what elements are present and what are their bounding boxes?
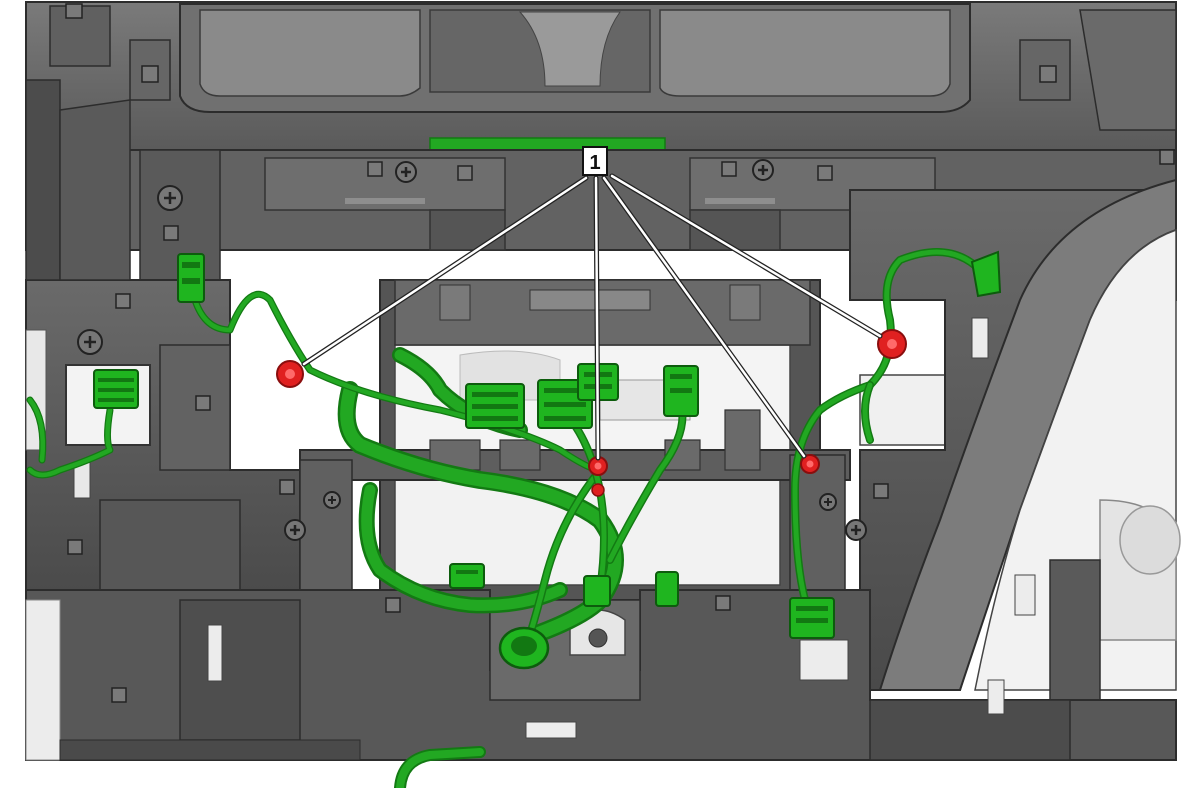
screw-icon <box>752 159 774 181</box>
screw-icon <box>284 519 306 541</box>
callout-label: 1 <box>589 152 600 174</box>
connector-icon <box>465 383 525 429</box>
callout-1: 1 <box>582 146 608 176</box>
screw-icon <box>819 493 837 511</box>
harness-clip-icon <box>276 360 304 388</box>
screw-icon <box>323 491 341 509</box>
harness-clip-icon <box>591 483 605 497</box>
screw-icon <box>157 185 183 211</box>
connector-icon <box>970 250 1002 298</box>
grommet <box>498 626 550 670</box>
screw-icon <box>395 161 417 183</box>
screw-icon <box>845 519 867 541</box>
upper-frame <box>25 1 1177 153</box>
connector-icon <box>583 575 611 607</box>
connector-icon <box>789 597 835 639</box>
harness-clips <box>276 329 907 497</box>
connectors <box>93 250 1002 670</box>
connector-icon <box>449 563 485 589</box>
right-bracket <box>849 178 1181 701</box>
connector-icon <box>663 365 699 417</box>
callout-box <box>582 146 608 176</box>
harness-clip-icon <box>800 454 820 474</box>
clip-holes <box>65 3 1175 703</box>
callout-leaders <box>301 173 883 461</box>
connector-icon <box>93 369 139 409</box>
screw-points <box>65 3 1175 703</box>
harness-clip-icon <box>877 329 907 359</box>
connector-icon <box>655 571 679 607</box>
connector-icon <box>177 253 205 303</box>
screw-icon <box>77 329 103 355</box>
